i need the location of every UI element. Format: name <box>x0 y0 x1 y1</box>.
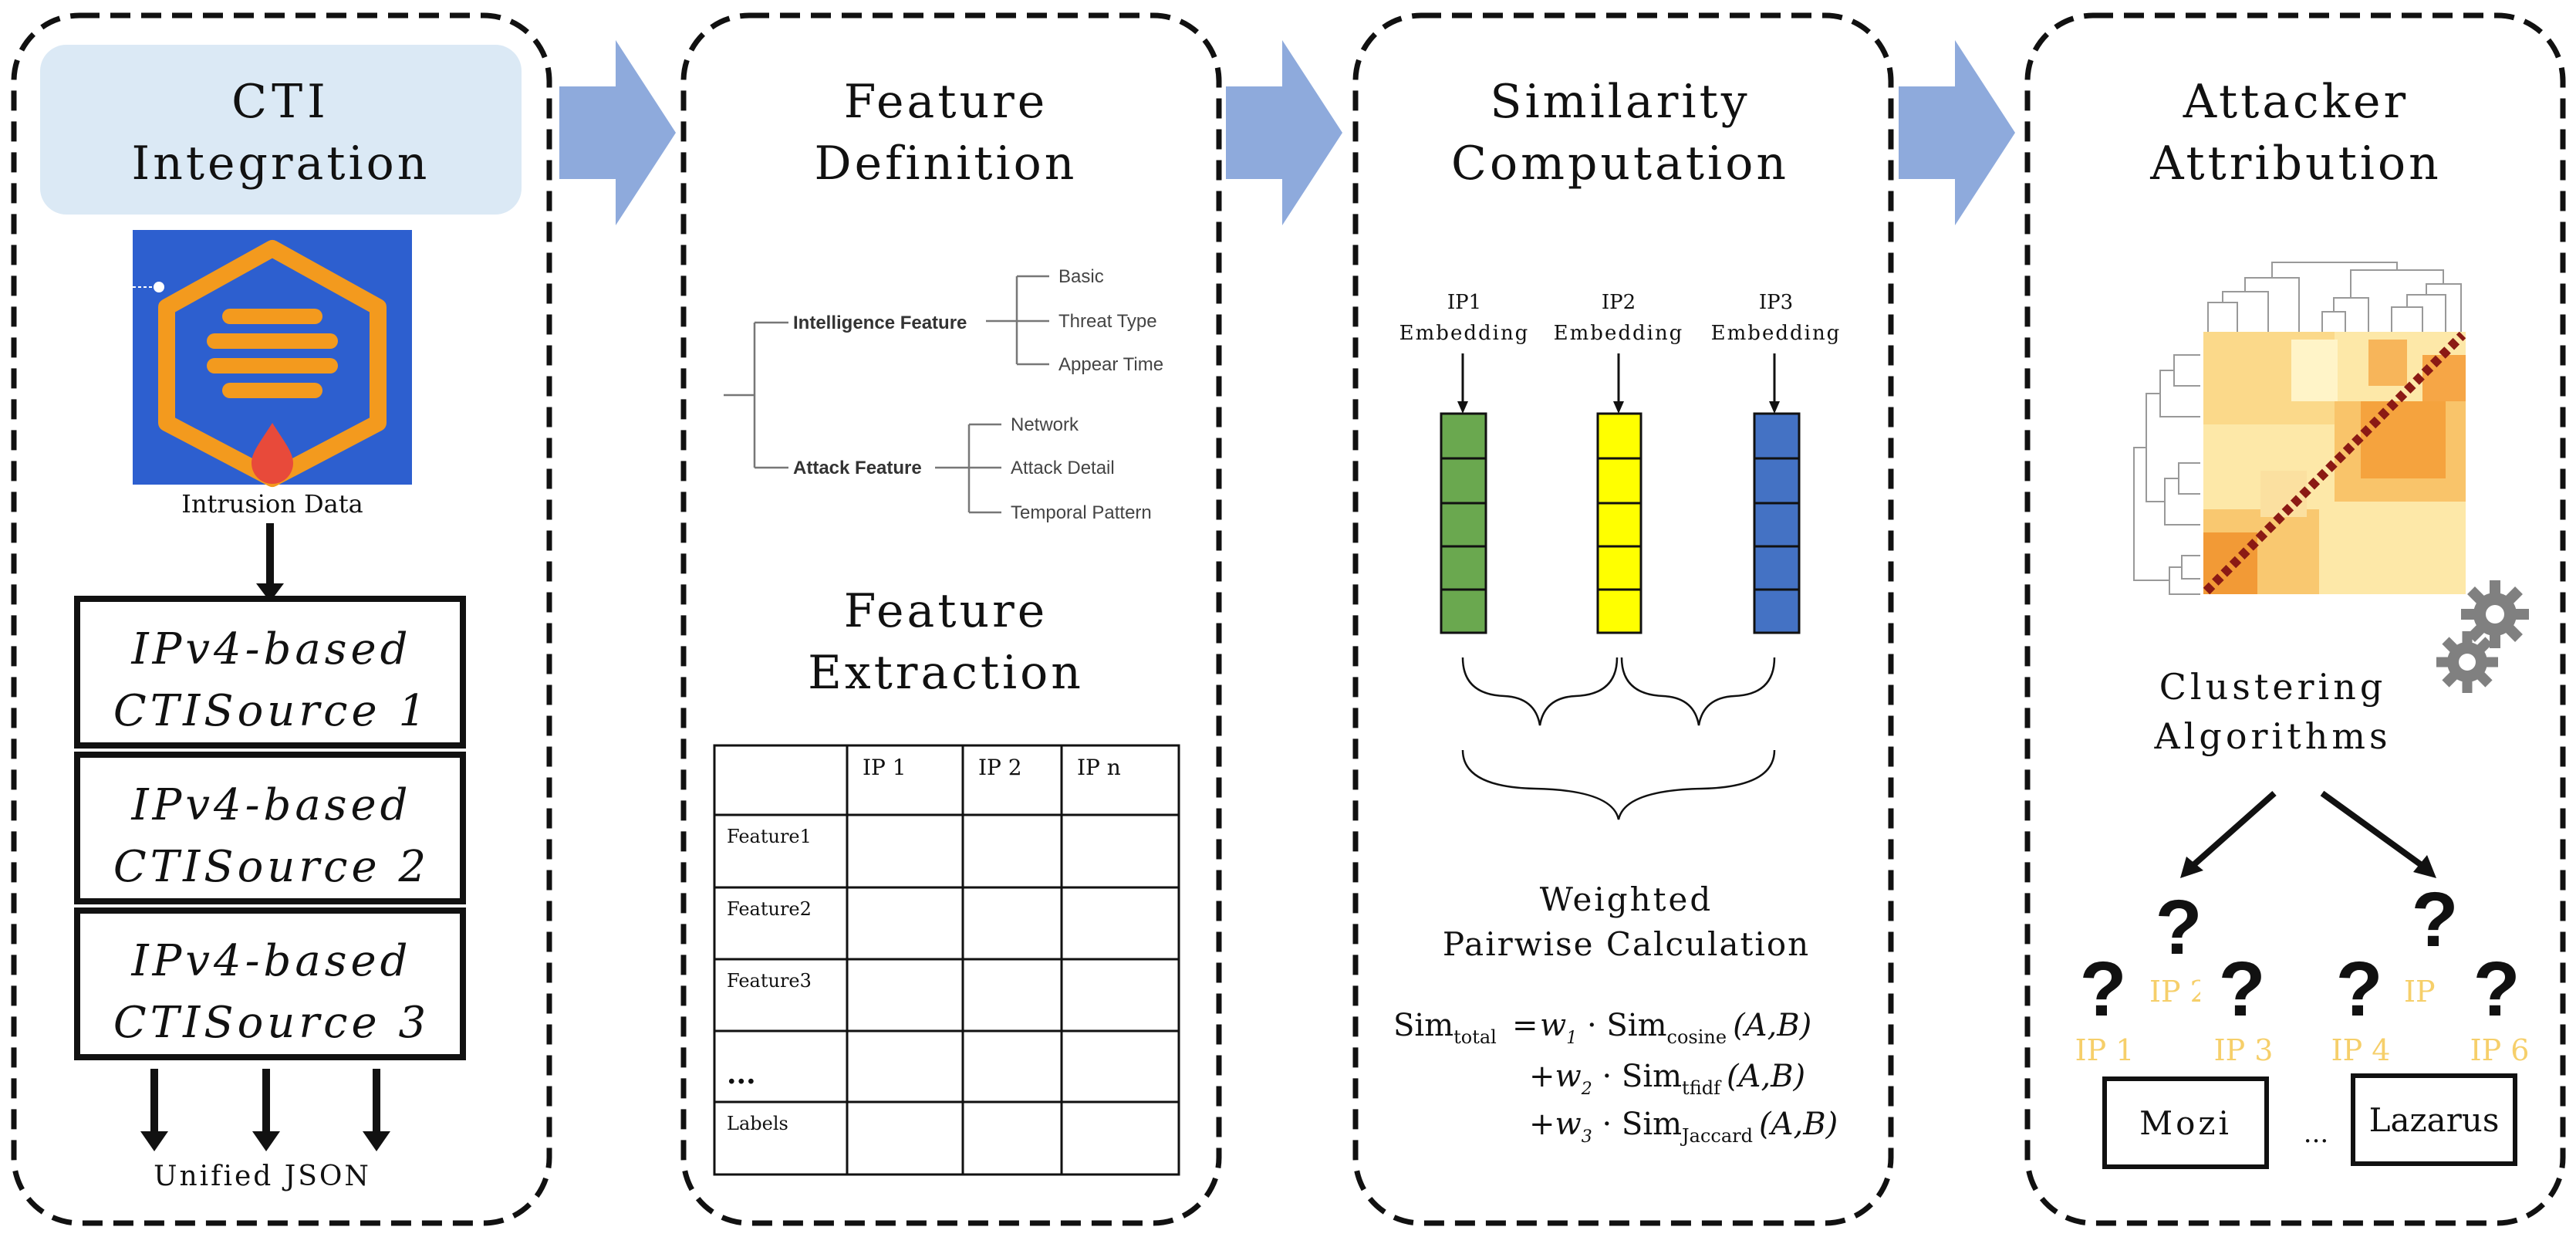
embedding-3-label: Embedding <box>1711 322 1842 345</box>
title-box <box>40 45 522 215</box>
embedding-1-ip: IP1 <box>1447 291 1481 314</box>
source-1-line1: IPv4-based <box>131 624 412 674</box>
tree-network: Network <box>1011 414 1079 435</box>
tree-threat-type: Threat Type <box>1058 311 1157 332</box>
source-1-line2: CTISource 1 <box>113 686 430 736</box>
panel-attribution <box>2024 12 2566 1226</box>
unified-json-label: Unified JSON <box>154 1161 371 1192</box>
similarity-heatmap <box>2203 331 2466 595</box>
question-mark-4: ? <box>2335 946 2382 1033</box>
svg-text:Simtotal: Simtotal <box>1393 1008 1497 1048</box>
intrusion-data-logo <box>133 230 412 487</box>
table-row-feature1: Feature1 <box>727 826 812 847</box>
intrusion-data-label: Intrusion Data <box>181 489 363 519</box>
ip-label-1: IP 1 <box>2075 1033 2135 1067</box>
ip-label-4: IP 4 <box>2331 1033 2391 1067</box>
weighted-line2: Pairwise Calculation <box>1443 925 1810 963</box>
ip-label-2: IP 2 <box>2149 975 2209 1009</box>
group-lazarus-label: Lazarus <box>2369 1101 2500 1139</box>
panel-similarity <box>1352 12 1894 1226</box>
embedding-vector-green <box>1440 412 1487 634</box>
question-mark-6: ? <box>2473 946 2520 1033</box>
source-box-3 <box>74 907 466 1060</box>
question-mark-3: ? <box>2218 946 2265 1033</box>
embedding-arrows <box>1457 353 1780 414</box>
feature-extraction-line1: Feature <box>844 584 1048 638</box>
embedding-2-label: Embedding <box>1554 322 1684 345</box>
panel4-title-line2: Attribution <box>2149 137 2442 191</box>
panel1-title-line1: CTI <box>231 75 330 129</box>
intelligence-feature-label: Intelligence Feature <box>793 313 967 333</box>
source-box-1 <box>74 596 466 749</box>
flow-arrow-2 <box>1226 40 1342 225</box>
question-mark-2: ? <box>2155 884 2202 971</box>
panel2-title-line2: Definition <box>815 137 1078 191</box>
source-2-line1: IPv4-based <box>131 780 412 830</box>
question-mark-5: ? <box>2411 877 2458 963</box>
embedding-vector-yellow <box>1596 412 1642 634</box>
pairwise-braces <box>1461 657 1776 820</box>
embedding-vector-blue <box>1753 412 1801 634</box>
clustering-line1: Clustering <box>2159 666 2387 708</box>
table-row-feature3: Feature3 <box>727 970 812 992</box>
ip-label-6: IP 6 <box>2470 1033 2530 1067</box>
flow-arrow-1 <box>559 40 676 225</box>
gear-icon <box>2461 580 2529 648</box>
dendrogram-top <box>2207 262 2462 332</box>
panel-cti-integration <box>11 12 552 1226</box>
attack-feature-label: Attack Feature <box>793 458 922 478</box>
table-row-labels: Labels <box>727 1113 788 1134</box>
ip-label-5: IP 5 <box>2404 975 2463 1009</box>
group-box-lazarus <box>2351 1073 2517 1166</box>
embedding-2-ip: IP2 <box>1602 291 1636 314</box>
weighted-line1: Weighted <box>1540 880 1713 918</box>
table-header-ip2: IP 2 <box>978 755 1022 780</box>
attribution-arrows <box>2180 790 2436 878</box>
feature-extraction-line2: Extraction <box>808 646 1084 700</box>
panel3-title-line1: Similarity <box>1490 75 1750 129</box>
source-box-2 <box>74 752 466 904</box>
svg-text:+w3 · SimJaccard(A,B): +w3 · SimJaccard(A,B) <box>1529 1107 1838 1147</box>
source-2-line2: CTISource 2 <box>113 842 430 892</box>
gear-icon-small <box>2436 631 2498 693</box>
table-header-ipn: IP n <box>1077 755 1121 780</box>
panel2-title-line1: Feature <box>844 75 1048 129</box>
feature-tree <box>724 275 1049 514</box>
panel-feature <box>680 12 1222 1226</box>
tree-temporal-pattern: Temporal Pattern <box>1011 502 1152 523</box>
dendrogram-left <box>2133 354 2200 595</box>
similarity-formula: Simtotal = w1 · Simcosine(A,B) +w2 · Sim… <box>1393 1008 1838 1147</box>
group-mozi-label: Mozi <box>2139 1104 2232 1142</box>
source-3-line1: IPv4-based <box>131 936 412 986</box>
flow-arrow-3 <box>1899 40 2015 225</box>
svg-text:w1 · Simcosine(A,B): w1 · Simcosine(A,B) <box>1540 1008 1811 1048</box>
tree-appear-time: Appear Time <box>1058 354 1163 375</box>
table-header-ip1: IP 1 <box>863 755 906 780</box>
svg-text:=: = <box>1512 1008 1538 1043</box>
table-row-ellipsis: ... <box>727 1058 756 1090</box>
feature-table <box>713 744 1180 1176</box>
source-3-line2: CTISource 3 <box>113 998 430 1048</box>
arrow-to-sources-head <box>256 583 284 602</box>
panel1-title-line2: Integration <box>132 137 430 191</box>
embedding-1-label: Embedding <box>1399 322 1530 345</box>
panel3-title-line2: Computation <box>1451 137 1789 191</box>
tree-attack-detail: Attack Detail <box>1011 458 1115 478</box>
embedding-3-ip: IP3 <box>1759 291 1793 314</box>
clustering-line2: Algorithms <box>2153 715 2391 757</box>
group-ellipsis: ... <box>2304 1118 2328 1149</box>
panel4-title-line1: Attacker <box>2183 75 2409 129</box>
group-box-mozi <box>2102 1076 2269 1169</box>
question-mark-1: ? <box>2079 946 2126 1033</box>
tree-basic: Basic <box>1058 266 1104 287</box>
output-arrows <box>140 1069 390 1151</box>
svg-text:+w2 · Simtfidf(A,B): +w2 · Simtfidf(A,B) <box>1529 1059 1805 1099</box>
table-row-feature2: Feature2 <box>727 898 812 920</box>
ip-label-3: IP 3 <box>2214 1033 2274 1067</box>
